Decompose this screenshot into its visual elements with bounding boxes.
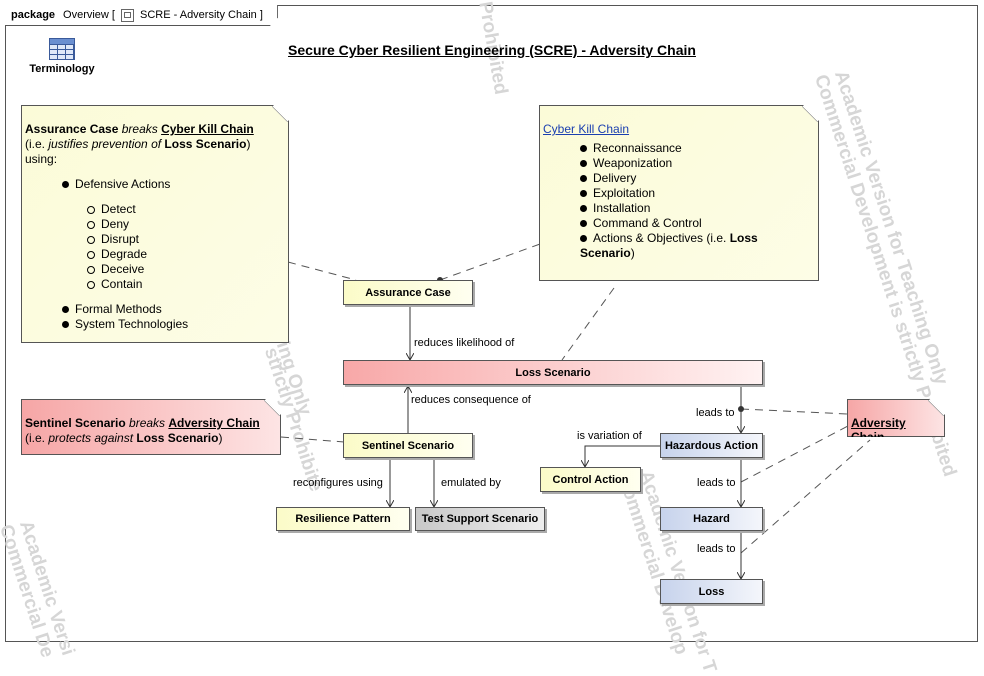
anchor-killchain-note: [439, 243, 541, 281]
assurance-note-verb: breaks: [118, 122, 162, 136]
list-item: Degrade: [87, 247, 284, 262]
diagram-name: SCRE - Adversity Chain ]: [140, 9, 263, 21]
list-item: Installation: [580, 201, 814, 216]
kill-chain-link[interactable]: Cyber Kill Chain: [543, 122, 630, 136]
sentinel-note-close: ): [218, 431, 223, 445]
list-item: Contain: [87, 277, 284, 292]
loss-scenario-block[interactable]: Loss Scenario: [343, 360, 763, 385]
sentinel-note-subject: Sentinel Scenario: [25, 416, 126, 430]
table-icon: [49, 38, 75, 60]
assurance-note-justifies: justifies prevention of: [48, 137, 162, 151]
list-item: Detect: [87, 202, 284, 217]
list-item: System Technologies: [62, 317, 284, 332]
assurance-case-block[interactable]: Assurance Case: [343, 280, 473, 305]
list-item: Deny: [87, 217, 284, 232]
sentinel-note-protects: protects against: [48, 431, 134, 445]
sentinel-note-verb: breaks: [125, 416, 169, 430]
sentinel-note-object: Adversity Chain: [168, 416, 260, 430]
edge-label-reconfigures: reconfigures using: [293, 477, 383, 489]
anchor-sentinel-note: [280, 436, 345, 443]
anchor-adversity-leads3: [740, 439, 871, 554]
list-item: Delivery: [580, 171, 814, 186]
sentinel-note-loss: Loss Scenario: [133, 431, 219, 445]
list-item: Command & Control: [580, 216, 814, 231]
package-keyword: package: [11, 9, 56, 21]
list-item: Reconnaissance: [580, 141, 814, 156]
anchor-killchain-loss: [561, 287, 615, 361]
sentinel-scenario-note[interactable]: Sentinel Scenario breaks Adversity Chain…: [21, 399, 281, 455]
assurance-note-loss: Loss Scenario: [161, 137, 247, 151]
assurance-note-subject: Assurance Case: [25, 122, 119, 136]
list-item: Formal Methods: [62, 302, 284, 317]
edge-label-leads-to-2: leads to: [697, 477, 736, 489]
package-name: Overview [: [63, 9, 115, 21]
anchor-adversity-leads1: [740, 408, 849, 415]
hazard-block[interactable]: Hazard: [660, 507, 763, 531]
anchor-adversity-leads2: [740, 425, 849, 483]
edge-is-variation: [585, 445, 660, 467]
resilience-pattern-block[interactable]: Resilience Pattern: [276, 507, 410, 531]
list-item: Disrupt: [87, 232, 284, 247]
adversity-chain-note[interactable]: Adversity Chain: [847, 399, 945, 437]
list-item: Exploitation: [580, 186, 814, 201]
list-item: Defensive Actions: [62, 177, 284, 192]
list-item: Weaponization: [580, 156, 814, 171]
list-item: Actions & Objectives (i.e. Loss Scenario…: [580, 231, 758, 260]
sentinel-note-ie: (i.e.: [25, 431, 49, 445]
class-diagram-icon: [121, 9, 134, 22]
edge-label-leads-to-3: leads to: [697, 543, 736, 555]
hazardous-action-block[interactable]: Hazardous Action: [660, 433, 763, 458]
edge-label-reduces-likelihood: reduces likelihood of: [414, 337, 515, 349]
diagram-title: Secure Cyber Resilient Engineering (SCRE…: [288, 42, 696, 58]
terminology-label: Terminology: [29, 63, 95, 75]
edge-label-emulated: emulated by: [441, 477, 501, 489]
assurance-note-object: Cyber Kill Chain: [161, 122, 254, 136]
edge-label-reduces-consequence: reduces consequence of: [411, 394, 531, 406]
anchor-assurance-note: [287, 261, 357, 281]
sentinel-scenario-block[interactable]: Sentinel Scenario: [343, 433, 473, 458]
control-action-block[interactable]: Control Action: [540, 467, 641, 492]
cyber-kill-chain-note[interactable]: Cyber Kill Chain Reconnaissance Weaponiz…: [539, 105, 819, 281]
edge-label-leads-to-1: leads to: [696, 407, 735, 419]
list-item: Deceive: [87, 262, 284, 277]
test-support-scenario-block[interactable]: Test Support Scenario: [415, 507, 545, 531]
assurance-case-note[interactable]: Assurance Case breaks Cyber Kill Chain (…: [21, 105, 289, 343]
package-tab[interactable]: package Overview [ SCRE - Adversity Chai…: [5, 5, 278, 26]
assurance-note-using: ) using:: [25, 137, 251, 166]
edge-label-is-variation: is variation of: [577, 430, 642, 442]
diagram-frame: [5, 5, 978, 642]
loss-block[interactable]: Loss: [660, 579, 763, 604]
terminology-link[interactable]: Terminology: [22, 38, 102, 75]
assurance-note-ie: (i.e.: [25, 137, 49, 151]
